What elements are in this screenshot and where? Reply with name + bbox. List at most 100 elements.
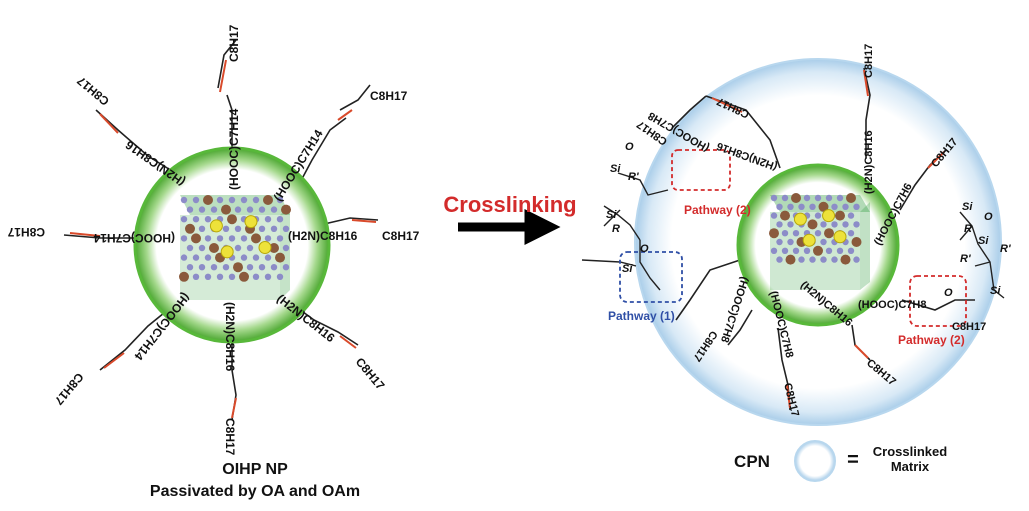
legend-matrix-line2: Matrix [890,459,930,474]
si-atom-2: Si [606,209,617,221]
right-lattice-atom [792,247,800,254]
right-lattice-atom [842,203,849,210]
left-lattice-atom [264,254,272,261]
si-atom-4: Si [962,201,973,213]
si-atom-6: Si [990,285,1001,297]
right-lattice-atom [770,212,778,219]
left-caption-title: OIHP NP [222,461,288,478]
left-lattice-atom [252,196,260,204]
left-lattice-atom [192,216,200,223]
r-prime-group-2: R' [1000,243,1011,255]
right-lattice-atom [787,238,794,246]
right-lattice-cation [833,230,847,244]
left-lattice-atom [204,216,212,223]
left-lattice-atom [264,235,272,242]
left-lattice-atom [246,264,254,271]
right-lattice-atom [814,194,822,202]
left-lattice-atom [258,206,266,213]
right-lattice-atom [780,210,790,221]
left-lattice-atom [264,216,272,223]
left-lattice-atom [186,244,194,252]
o-atom-3: O [944,287,953,299]
left-lattice-atom [198,225,206,232]
pathway2-upper-box [671,149,731,191]
right-lattice-atom [847,247,855,254]
left-lattice-atom [276,196,284,204]
left-ligand-bottom-label: (H2N)C8H16 [223,302,237,372]
legend-matrix-label: Crosslinked Matrix [860,444,960,474]
left-lattice-atom [234,244,242,252]
o-atom-1: O [625,141,634,153]
left-lattice-atom [270,225,278,232]
legend-equals-sign: = [847,449,859,471]
right-lattice-atom [791,193,801,203]
right-lattice-atom [851,237,862,247]
right-lattice-atom [820,221,827,228]
left-lattice-atom [216,235,224,242]
right-lattice-atom [798,256,805,263]
left-lattice-atom [282,225,290,232]
right-lattice-atom [836,194,844,202]
left-lattice-atom [228,273,236,280]
right-lattice-atom [785,254,796,265]
right-lattice-atom [820,256,827,263]
legend-matrix-circle [794,440,836,482]
right-lattice-atom [840,254,851,265]
right-lattice-atom [818,201,829,212]
crosslinked-perovskite-nanoparticle [581,58,1005,426]
right-lattice-cation [822,209,836,223]
left-lattice-atom [210,206,218,213]
left-tail-lower-left-label: C8H17 [51,370,86,408]
pathway2-lower-label: Pathway (2) [898,333,965,347]
right-lattice-atom [809,203,816,210]
right-ligand-top-label: (H2N)C8H16 [863,130,875,194]
right-lattice-atom [769,228,779,239]
left-lattice-atom [252,273,260,280]
perovskite-lattice [179,195,291,300]
left-tail-right-label: C8H17 [382,229,420,243]
right-lattice-atom [846,193,856,203]
right-lattice-atom [807,219,818,230]
right-lattice-atom [792,230,800,237]
right-lattice-atom [770,247,778,254]
left-lattice-atom [222,264,230,271]
left-ligand-top-label: (HOOC)C7H14 [227,108,241,190]
right-lattice-atom [825,247,833,254]
left-lattice-atom [275,252,285,263]
left-lattice-cation [209,219,223,233]
right-lattice-atom [831,256,838,263]
right-lattice-atom [825,194,833,202]
left-tail-upper-right-label: C8H17 [370,89,408,103]
right-lattice-atom [853,221,860,228]
right-lattice-atom [803,194,811,202]
left-lattice-atom [270,264,278,271]
r-group-1: R [612,223,620,235]
right-lattice-atom [842,221,849,228]
cpn-label: CPN [734,452,770,471]
right-lattice-atom [813,245,823,256]
right-lattice-atom [809,256,816,263]
right-lattice-atom [814,230,822,237]
crosslinking-label: Crosslinking [443,192,577,217]
right-ligand-right-label: (HOOC)C7H8 [858,299,926,311]
oihp-nanoparticle [63,39,379,421]
left-lattice-atom [240,196,248,204]
pathway2-lower-box [909,275,967,327]
right-lattice-atom [781,247,789,254]
si-atom-1: Si [610,163,621,175]
left-alkene-bonds [69,59,377,419]
pathway2-upper-label: Pathway (2) [684,203,751,217]
right-lattice-atom [814,212,822,219]
right-lattice-atom [853,203,860,210]
cpn-perovskite-lattice [769,193,870,290]
r-prime-group-3: R' [960,253,971,265]
left-lattice-atom [192,273,200,280]
left-lattice-atom [258,225,266,232]
left-tail-bottom-label: C8H17 [223,418,237,456]
left-lattice-atom [186,206,194,213]
left-lattice-atom [180,254,188,261]
left-lattice-atom [204,235,212,242]
right-lattice-atom [847,212,855,219]
left-tail-left-label: C8H17 [7,225,45,239]
